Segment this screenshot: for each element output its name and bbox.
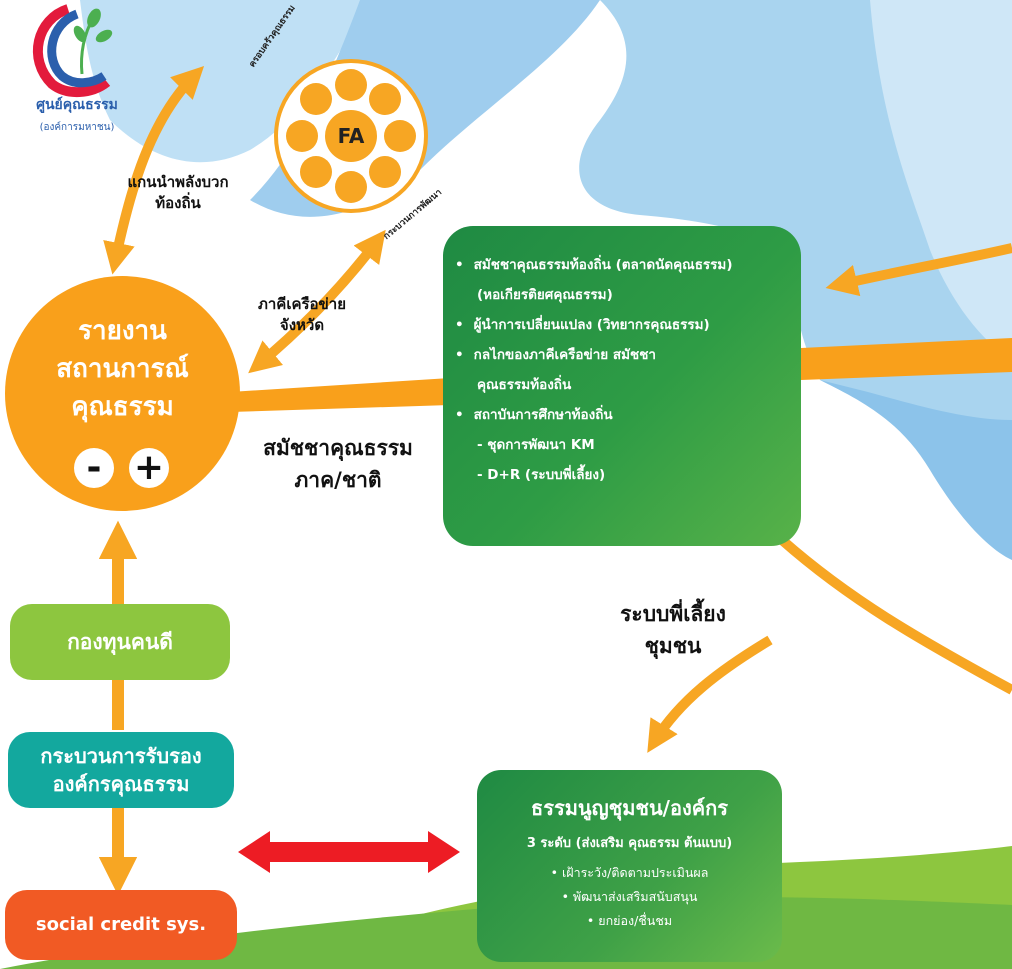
fa-petal (369, 83, 401, 115)
caption-network-line2: จังหวัด (279, 316, 325, 334)
plus-icon: + (129, 448, 169, 488)
constitution-bullet: • ยกย่อง/ชื่นชม (586, 913, 673, 928)
arrow-fa-hub (103, 65, 205, 275)
caption-leaders-line1: แกนนำพลังบวก (127, 173, 229, 191)
right-band (801, 338, 1012, 380)
caption-network-line1: ภาคีเครือข่าย (257, 295, 347, 313)
caption-assembly-line1: สมัชชาคุณธรรม (263, 436, 413, 460)
caption-leaders-line2: ท้องถิ่น (155, 194, 201, 212)
fa-petal (286, 120, 318, 152)
sky-shape-far-right (870, 0, 1012, 360)
list-item: สมัชชาคุณธรรมท้องถิ่น (ตลาดนัดคุณธรรม) (455, 250, 789, 280)
logo-subtitle: (องค์การมหาชน) (39, 122, 115, 133)
fa-circle: FA (274, 59, 428, 213)
caption-mentor-line2: ชุมชน (644, 634, 702, 658)
red-double-arrow (238, 831, 460, 873)
list-item: สถาบันการศึกษาท้องถิ่น (455, 400, 789, 430)
minus-icon: - (74, 448, 114, 488)
fa-petal (300, 83, 332, 115)
fa-petal (335, 69, 367, 101)
fa-petal (335, 171, 367, 203)
list-item: กลไกของภาคีเครือข่าย สมัชชา (455, 340, 789, 370)
arrow-network (248, 229, 386, 374)
arrow-right-out (778, 536, 1012, 695)
sky-shape-lower-right (820, 380, 1012, 560)
local-assembly-list: สมัชชาคุณธรรมท้องถิ่น (ตลาดนัดคุณธรรม) (… (443, 226, 801, 490)
constitution-bullet: • เฝ้าระวัง/ติดตามประเมินผล (550, 865, 709, 880)
hub-line2: สถานการณ์ (56, 354, 189, 384)
arrow-mentor (647, 635, 773, 753)
logo-name: ศูนย์คุณธรรม (36, 97, 118, 113)
fund-box: กองทุนคนดี (10, 604, 230, 680)
list-item: (หอเกียรติยศคุณธรรม) (477, 287, 613, 303)
constitution-title: ธรรมนูญชุมชน/องค์กร (531, 796, 728, 820)
arrow-right-in (825, 243, 1012, 297)
main-band (230, 378, 450, 412)
logo: ศูนย์คุณธรรม (องค์การมหาชน) (12, 4, 142, 139)
fa-petal (369, 156, 401, 188)
social-credit-box: social credit sys. (5, 890, 237, 960)
caption-assembly-line2: ภาค/ชาติ (294, 468, 382, 492)
caption-network: ภาคีเครือข่าย จังหวัด (242, 294, 362, 336)
fa-petal (384, 120, 416, 152)
caption-assembly: สมัชชาคุณธรรม ภาค/ชาติ (228, 432, 448, 496)
hub-line1: รายงาน (78, 316, 167, 346)
caption-mentor-line1: ระบบพี่เลี้ยง (620, 602, 726, 626)
caption-leaders: แกนนำพลังบวก ท้องถิ่น (98, 172, 258, 214)
constitution-bullet: • พัฒนาส่งเสริมสนับสนุน (561, 889, 698, 904)
hub-line3: คุณธรรม (71, 392, 174, 422)
hub-title: รายงาน สถานการณ์ คุณธรรม (5, 312, 240, 426)
logo-mark-icon (32, 4, 113, 97)
list-item: - ชุดการพัฒนา KM (477, 437, 595, 453)
fa-petal (300, 156, 332, 188)
list-item: ผู้นำการเปลี่ยนแปลง (วิทยากรคุณธรรม) (455, 310, 789, 340)
situation-report-hub: รายงาน สถานการณ์ คุณธรรม - + (5, 276, 240, 511)
fa-center-label: FA (325, 110, 377, 162)
community-constitution-box: ธรรมนูญชุมชน/องค์กร 3 ระดับ (ส่งเสริม คุ… (477, 770, 782, 962)
local-assembly-box: สมัชชาคุณธรรมท้องถิ่น (ตลาดนัดคุณธรรม) (… (443, 226, 801, 546)
certification-line2: องค์กรคุณธรรม (52, 772, 190, 796)
certification-box: กระบวนการรับรอง องค์กรคุณธรรม (8, 732, 234, 808)
constitution-subtitle: 3 ระดับ (ส่งเสริม คุณธรรม ต้นแบบ) (526, 836, 733, 851)
certification-line1: กระบวนการรับรอง (40, 744, 202, 768)
list-item: คุณธรรมท้องถิ่น (477, 377, 572, 393)
list-item: - D+R (ระบบพี่เลี้ยง) (477, 467, 606, 483)
caption-mentor: ระบบพี่เลี้ยง ชุมชน (578, 598, 768, 662)
